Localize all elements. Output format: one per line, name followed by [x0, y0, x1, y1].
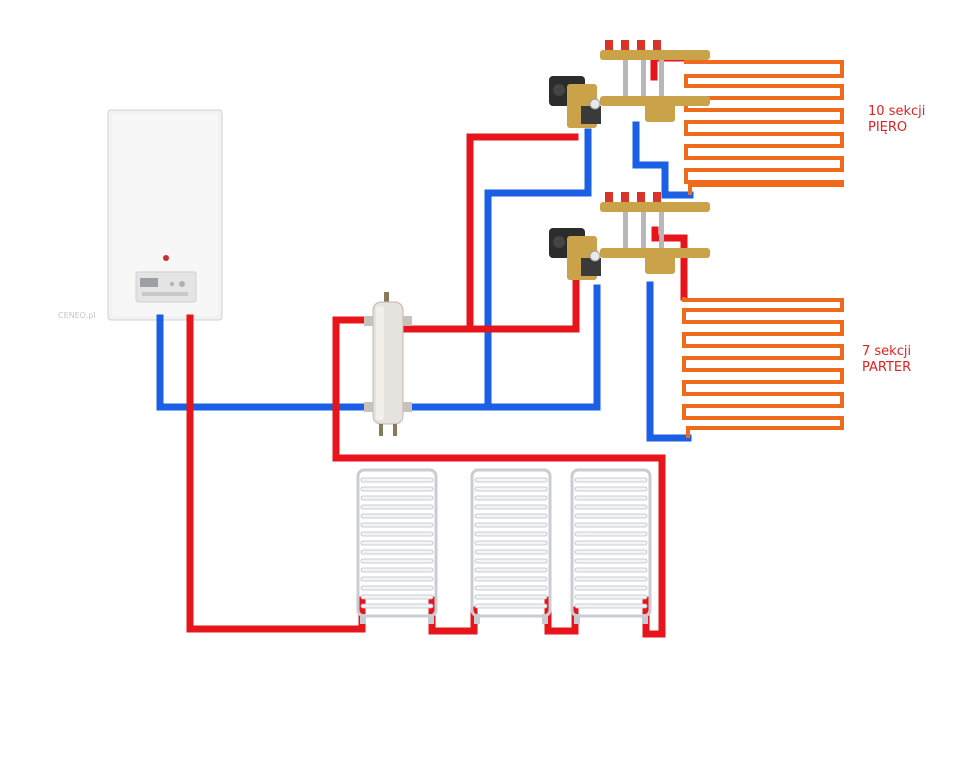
floor-loops — [682, 58, 844, 438]
zone-label-lower: 7 sekcji PARTER — [862, 344, 911, 376]
supply-pipe-lower-loops — [651, 226, 688, 301]
zone-upper-count: 10 sekcji — [868, 104, 926, 119]
return-pipe-main — [156, 314, 379, 411]
zone-lower-count: 7 sekcji — [862, 344, 912, 359]
radiator-group — [356, 468, 652, 624]
return-pipe-lower-loops — [646, 281, 692, 442]
towel-radiator-icon — [570, 468, 652, 624]
manifold-upper — [549, 40, 710, 128]
supply-pipe-radiator-return — [332, 316, 666, 638]
zone-upper-floor: PIĘRO — [868, 120, 908, 135]
supply-pipe-upper-manifold — [466, 133, 579, 333]
supply-pipe-radiator-link-1 — [428, 596, 478, 635]
towel-radiator-icon — [470, 468, 552, 624]
return-pipe-upper-loops — [632, 121, 694, 199]
manifold-with-pump-icon — [549, 40, 710, 128]
manifold-with-pump-icon — [549, 192, 710, 280]
return-pipe-upper-manifold — [484, 128, 592, 411]
boiler-watermark: CENEO.pl — [58, 311, 96, 320]
supply-pipe-upper-loops — [650, 54, 690, 81]
pipe-network — [156, 54, 694, 638]
manifold-lower — [549, 192, 710, 280]
hydraulic-separator-icon — [364, 292, 412, 436]
zone-lower-floor: PARTER — [862, 360, 912, 375]
floor-loop-lower — [682, 297, 844, 438]
zone-label-upper: 10 sekcji PIĘRO — [868, 104, 925, 136]
floor-loop-upper — [684, 58, 844, 195]
supply-pipe-separator-out — [401, 276, 580, 333]
wall-boiler-icon: CENEO.pl — [58, 109, 223, 321]
return-pipe-separator-out — [401, 284, 601, 411]
towel-radiator-icon — [356, 468, 438, 624]
